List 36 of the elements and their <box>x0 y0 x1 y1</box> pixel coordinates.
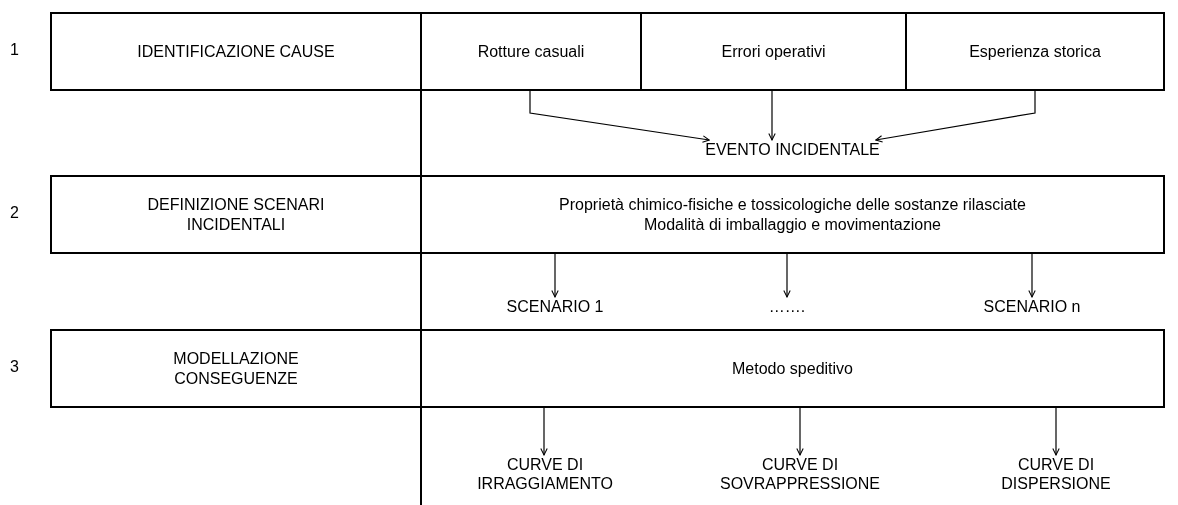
table-cell <box>50 175 422 254</box>
table-cell <box>420 12 642 91</box>
table-cell <box>50 12 422 91</box>
arrow <box>796 407 804 456</box>
table-cell <box>905 12 1165 91</box>
cell-text: Rotture casuali <box>477 41 585 62</box>
cell-text: Modalità di imballaggio e movimentazione <box>643 214 941 234</box>
cell-text: IDENTIFICAZIONE CAUSE <box>137 41 335 62</box>
table-cell <box>420 175 1165 254</box>
arrow <box>1052 407 1060 456</box>
cell-text: Errori operativi <box>721 41 826 62</box>
arrow <box>540 407 548 456</box>
cell-text: Metodo speditivo <box>732 358 853 379</box>
arrow <box>768 90 776 141</box>
flow-label: CURVE DI DISPERSIONE <box>1000 455 1112 494</box>
cell-text: DEFINIZIONE SCENARI INCIDENTALI <box>146 195 326 234</box>
table-cell <box>640 12 907 91</box>
flow-label: SCENARIO n <box>983 297 1081 317</box>
table-cell <box>420 329 1165 408</box>
arrow <box>1028 253 1036 298</box>
cell-text: Proprietà chimico-fisiche e tossicologiche delle sostanze rilasciate <box>559 195 1026 215</box>
arrow <box>529 90 710 143</box>
arrow <box>551 253 559 298</box>
flow-label: EVENTO INCIDENTALE <box>705 140 880 160</box>
row-number: 3 <box>10 358 19 376</box>
flow-label: ……. <box>768 297 806 317</box>
table-cell <box>50 329 422 408</box>
row-number: 1 <box>10 41 19 59</box>
flow-label: CURVE DI IRRAGGIAMENTO <box>476 455 614 494</box>
arrow <box>875 90 1036 143</box>
cell-text: Esperienza storica <box>969 41 1101 62</box>
flow-label: CURVE DI SOVRAPPRESSIONE <box>718 455 881 494</box>
arrow <box>783 253 791 298</box>
cell-text: MODELLAZIONE CONSEGUENZE <box>172 349 300 388</box>
row-number: 2 <box>10 204 19 222</box>
flow-label: SCENARIO 1 <box>506 297 604 317</box>
